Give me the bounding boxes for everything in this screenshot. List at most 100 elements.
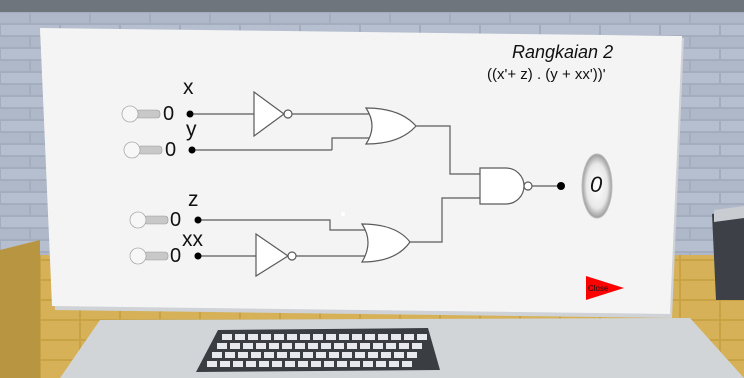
or-gate-2 — [360, 223, 411, 263]
ceiling — [0, 0, 744, 12]
terminal-y — [188, 146, 196, 154]
keyboard-key — [394, 352, 404, 358]
not-gate-2 — [255, 232, 297, 278]
keyboard-key — [272, 361, 282, 367]
keyboard-key — [290, 352, 300, 358]
input-label-x: x — [183, 76, 194, 99]
keyboard-key — [373, 343, 383, 349]
keyboard-key — [256, 343, 266, 349]
output-value: 0 — [590, 172, 603, 197]
keyboard-key — [295, 343, 305, 349]
keyboard-key — [324, 361, 334, 367]
keyboard-key — [363, 361, 373, 367]
keyboard-key — [259, 361, 269, 367]
terminal-x — [186, 110, 194, 118]
keyboard-key — [329, 352, 339, 358]
keyboard-key — [352, 334, 362, 340]
close-button[interactable] — [586, 276, 624, 300]
close-button-label[interactable]: Close — [588, 284, 609, 293]
keyboard-key — [412, 343, 422, 349]
input-label-z: z — [188, 188, 199, 211]
toggle-switch-x[interactable] — [121, 105, 161, 123]
keyboard-key — [378, 334, 388, 340]
wire-or2-to-nand — [410, 197, 480, 243]
nand-gate — [479, 167, 533, 205]
keyboard-key — [243, 343, 253, 349]
keyboard-key — [381, 352, 391, 358]
keyboard-key — [365, 334, 375, 340]
input-value-z: 0 — [170, 209, 182, 231]
cabinet-top — [714, 206, 744, 222]
terminal-z — [194, 216, 202, 224]
keyboard-key — [391, 334, 401, 340]
keyboard-key — [264, 352, 274, 358]
keyboard-key — [300, 334, 310, 340]
keyboard-key — [321, 343, 331, 349]
keyboard-key — [285, 361, 295, 367]
circuit-panel — [40, 28, 682, 314]
toggle-switch-xx[interactable] — [129, 247, 169, 265]
keyboard-key — [339, 334, 349, 340]
terminal-output — [557, 182, 565, 190]
output-led — [581, 153, 613, 219]
keyboard-key — [360, 343, 370, 349]
not-gate-1 — [253, 90, 293, 138]
keyboard-key — [402, 361, 412, 367]
input-value-x: 0 — [163, 103, 175, 125]
terminal-xx — [194, 252, 202, 260]
keyboard-key — [389, 361, 399, 367]
keyboard-key — [407, 352, 417, 358]
input-label-xx: xx — [182, 228, 203, 251]
keyboard-key — [235, 334, 245, 340]
keyboard-key — [225, 352, 235, 358]
keyboard-key — [399, 343, 409, 349]
keyboard-key — [233, 361, 243, 367]
keyboard-key — [238, 352, 248, 358]
crosshair — [341, 212, 345, 216]
keyboard-key — [222, 334, 232, 340]
input-value-xx: 0 — [170, 245, 182, 267]
keyboard-key — [287, 334, 297, 340]
floor-left — [0, 240, 40, 378]
keyboard-key — [355, 352, 365, 358]
keyboard-key — [326, 334, 336, 340]
keyboard-key — [261, 334, 271, 340]
boolean-expression: ((x'+ z) . (y + xx'))' — [487, 66, 606, 83]
keyboard-key — [251, 352, 261, 358]
toggle-switch-y[interactable] — [123, 141, 163, 159]
keyboard-key — [269, 343, 279, 349]
keyboard-key — [217, 343, 227, 349]
keyboard-key — [350, 361, 360, 367]
cabinet — [712, 210, 744, 300]
wires — [190, 113, 560, 257]
keyboard-key — [368, 352, 378, 358]
input-label-y: y — [186, 118, 197, 141]
keyboard-key — [347, 343, 357, 349]
keyboard-key — [282, 343, 292, 349]
panel-title: Rangkaian 2 — [512, 42, 614, 62]
keyboard-key — [417, 334, 427, 340]
keyboard — [196, 328, 440, 372]
keyboard-key — [311, 361, 321, 367]
keyboard-key — [337, 361, 347, 367]
keyboard-key — [334, 343, 344, 349]
keyboard-key — [246, 361, 256, 367]
keyboard-key — [212, 352, 222, 358]
keyboard-key — [277, 352, 287, 358]
terminal-dots — [186, 110, 565, 260]
keyboard-key — [274, 334, 284, 340]
keyboard-key — [386, 343, 396, 349]
keyboard-key — [376, 361, 386, 367]
wire-y-to-or1 — [331, 137, 372, 150]
keyboard-key — [220, 361, 230, 367]
input-value-y: 0 — [165, 139, 177, 161]
keyboard-key — [303, 352, 313, 358]
keyboard-key — [308, 343, 318, 349]
toggle-switch-z[interactable] — [129, 211, 169, 229]
keyboard-key — [342, 352, 352, 358]
keyboard-key — [230, 343, 240, 349]
or-gate-1 — [364, 107, 417, 145]
keyboard-key — [207, 361, 217, 367]
keyboard-key — [313, 334, 323, 340]
wire-z — [198, 219, 368, 231]
